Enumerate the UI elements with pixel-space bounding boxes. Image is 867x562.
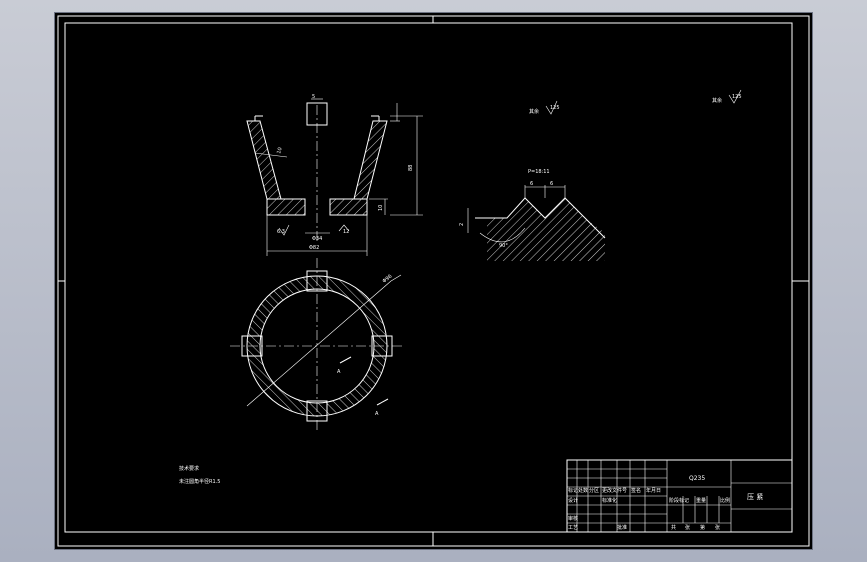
bottom-right-section (329, 198, 368, 216)
top-slot (306, 102, 328, 126)
roughness-icon (338, 224, 350, 232)
thread-depth: 2 (459, 223, 465, 226)
tb-approve: 批准 (617, 524, 627, 531)
left-wall-section (246, 120, 282, 200)
thread-pitch-a: 6 (530, 181, 533, 187)
roughness-note-right: 其余 125 (712, 89, 742, 104)
bottom-left-section (266, 198, 306, 216)
tb-scale: 比例 (720, 497, 730, 504)
dim-bottom-dia: Φ82 (309, 245, 319, 251)
outer-frame (57, 15, 810, 547)
right-wall-section (353, 120, 388, 200)
thread-section (487, 198, 605, 261)
tb-weight: 重量 (696, 497, 706, 504)
svg-text:其余: 其余 (712, 97, 722, 104)
section-arrow-b: A (375, 411, 379, 417)
tb-header-4: 更改文件号 (602, 487, 627, 494)
section-arrow-a: A (337, 369, 341, 375)
section-view[interactable]: 5 88 10 10 Φ34 Φ (246, 94, 423, 256)
centering-marks (58, 16, 809, 546)
thread-pitch-b: 6 (550, 181, 553, 187)
svg-text:其余: 其余 (529, 108, 539, 115)
tb-stage: 阶段标记 (669, 497, 689, 504)
tb-sheet-1: 共 (671, 524, 676, 531)
dim-height-small: 10 (378, 205, 384, 211)
thread-pitch-label: P=18:11 (528, 169, 550, 175)
dim-top-slot: 5 (312, 94, 315, 100)
tb-header-5: 签名 (631, 487, 641, 494)
thread-profile (475, 197, 606, 239)
drawing-sheet[interactable]: 5 88 10 10 Φ34 Φ (55, 13, 812, 549)
tb-header-3: 分区 (589, 487, 599, 494)
tb-sheet-2: 张 (685, 524, 690, 531)
notes-line1: 未注圆角半径R1.5 (179, 478, 220, 485)
tb-standard: 标准化 (602, 497, 617, 504)
drawing-canvas[interactable]: 5 88 10 10 Φ34 Φ (55, 13, 812, 549)
tb-header-2: 处数 (578, 487, 588, 494)
tb-audit: 审核 (568, 515, 578, 522)
thread-detail[interactable]: P=18:11 6 6 2 90° (459, 169, 606, 261)
plan-view[interactable]: Φ96 A A (230, 258, 405, 433)
roughness-icon (278, 224, 290, 236)
tb-header-1: 标记 (568, 487, 578, 494)
notes-title: 技术要求 (179, 465, 199, 472)
roughness-b: 12 (343, 229, 349, 235)
tb-part-name: 压 紧 (747, 492, 763, 501)
dim-outer-dia: Φ96 (382, 273, 394, 284)
technical-notes: 技术要求 未注圆角半径R1.5 (179, 465, 220, 485)
roughness-note-left: 其余 125 (529, 100, 560, 115)
dim-height-main: 88 (408, 165, 414, 171)
title-block[interactable]: 标记 处数 分区 更改文件号 签名 年月日 设计 标准化 审核 工艺 批准 阶段… (566, 459, 793, 533)
tb-material: Q235 (689, 475, 705, 482)
roughness-a: 6.3 (277, 229, 285, 235)
tb-sheet-3: 第 (700, 524, 705, 531)
tb-process: 工艺 (568, 525, 578, 531)
tb-header-6: 年月日 (646, 487, 661, 494)
dim-bore: Φ34 (312, 236, 322, 242)
dim-wall-thickness: 10 (276, 147, 283, 155)
tb-design: 设计 (568, 497, 578, 504)
svg-text:125: 125 (732, 94, 742, 100)
thread-angle: 90° (499, 243, 508, 249)
svg-text:125: 125 (550, 105, 560, 111)
tb-sheet-4: 张 (715, 524, 720, 531)
inner-frame (64, 22, 793, 533)
